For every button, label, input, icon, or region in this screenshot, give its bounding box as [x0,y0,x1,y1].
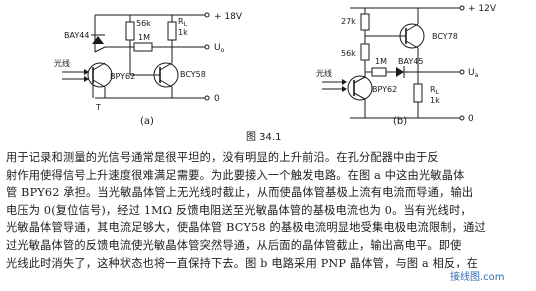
resistor-rl-a-value: 1k [178,28,188,37]
t-label-a: T [95,103,101,112]
supply-label-b: + 12V [468,4,497,14]
resistor-1m-a-label: 1M [138,33,150,42]
photo-transistor-a [87,62,113,88]
ground-terminal-a [204,95,210,101]
resistor-1m-a [133,42,153,52]
resistor-1m-b-label: 1M [375,57,387,66]
resistor-1m-b [371,67,387,77]
light-label-a: 光线 [54,58,70,68]
photo-transistor-b-label: BPY62 [372,85,397,94]
ground-label-b: 0 [468,114,474,124]
resistor-56k-b [360,43,370,61]
output-terminal-b [459,69,465,75]
text-line: 光敏晶体管导通，其电流足够大，使晶体管 BCY58 的基极电流明显地受集电极电流… [6,221,486,235]
diode-bay44-label: BAY44 [64,31,89,40]
output-terminal-a [204,44,210,50]
figure-caption: 图 34.1 [246,131,281,143]
resistor-56k-a-label: 56k [136,19,151,28]
text-line: 光线此时消失了，这种状态也将一直保持下去。图 b 电路采用 PNP 晶体管，与图… [6,256,479,270]
caption-a: (a) [140,116,154,127]
resistor-rl-b [413,83,423,103]
supply-terminal-b [459,5,465,11]
resistor-27k-b [360,13,370,31]
light-arrows-a-icon [62,69,89,82]
svg-text:RL: RL [430,85,440,96]
output-label-a: Uo [214,43,225,54]
resistor-56k-a [125,21,135,41]
circuit-a: + 18V 56k RL 1k 1M Uo BAY44 BPY62 [54,12,243,127]
watermark: 接线图.com [448,268,507,283]
resistor-rl-a [167,21,177,41]
light-label-b: 光线 [316,68,332,78]
ground-terminal-b [459,115,465,121]
diode-bay45 [396,67,404,77]
resistor-27k-b-label: 27k [341,17,356,26]
diode-bay45-label: BAY45 [398,57,423,66]
body-text: 用于记录和测量的光信号通常是很平坦的，没有明显的上升前沿。在孔分配器中由于反 射… [6,149,530,272]
light-arrows-b-icon [322,79,347,92]
text-line: 射作用使得信号上升速度很难满足需要。为此要接入一个触发电路。在图 a 中这由光敏… [6,168,465,182]
resistor-rl-b-value: 1k [430,96,440,105]
ground-label-a: 0 [214,94,220,104]
resistor-56k-b-label: 56k [341,49,356,58]
supply-terminal-a [204,12,210,18]
circuit-b: + 12V 27k 56k BCY78 1M BAY45 Ua [316,4,497,127]
text-line: 用于记录和测量的光信号通常是很平坦的，没有明显的上升前沿。在孔分配器中由于反 [6,151,439,164]
photo-transistor-b [347,75,373,101]
text-line: 电压为 0(复位信号)，经过 1MΩ 反馈电阻送至光敏晶体管的基极电流也为 0。… [6,203,472,217]
diode-bay44 [92,36,104,44]
transistor-bcy58-label: BCY58 [180,70,206,79]
caption-b: (b) [393,116,407,127]
output-label-b: Ua [468,68,479,79]
text-line: 管 BPY62 承担。当光敏晶体管上无光线时截止，从而使晶体管基极上流有电流而导… [6,186,474,200]
photo-transistor-a-label: BPY62 [110,72,135,81]
circuit-figure: + 18V 56k RL 1k 1M Uo BAY44 BPY62 [54,4,497,143]
supply-label-a: + 18V [214,12,243,22]
svg-text:RL: RL [178,17,188,28]
transistor-bcy78-label: BCY78 [432,32,458,41]
text-line: 过光敏晶体管的反馈电流使光敏晶体管突然导通，从后面的晶体管截止，输出高电平。即使 [6,238,462,252]
